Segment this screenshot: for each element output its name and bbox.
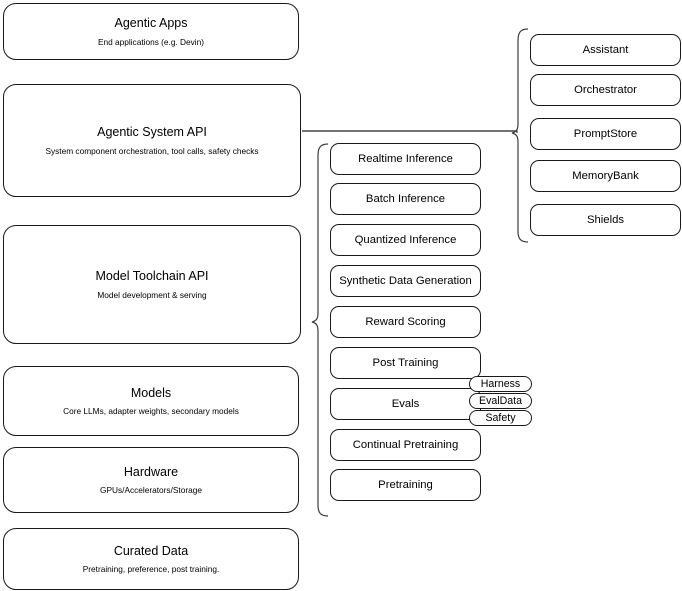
layer-title: Curated Data: [113, 543, 189, 558]
trunk-line-agentic-system-api: [302, 130, 518, 133]
layer-title: Agentic Apps: [114, 16, 188, 30]
eval-pill-safety[interactable]: Safety: [469, 410, 532, 426]
layer-subtitle: System component orchestration, tool cal…: [45, 145, 259, 156]
layer-hardware[interactable]: Hardware GPUs/Accelerators/Storage: [3, 447, 299, 513]
layer-agentic-system-api[interactable]: Agentic System API System component orch…: [3, 84, 301, 197]
component-post-training[interactable]: Post Training: [330, 347, 481, 379]
layer-title: Hardware: [123, 464, 179, 479]
eval-pill-evaldata[interactable]: EvalData: [469, 393, 532, 409]
layer-subtitle: Model development & serving: [97, 289, 207, 300]
layer-subtitle: End applications (e.g. Devin): [97, 36, 205, 47]
component-reward-scoring[interactable]: Reward Scoring: [330, 306, 481, 338]
layer-title: Agentic System API: [97, 125, 207, 139]
eval-pill-harness[interactable]: Harness: [469, 376, 532, 392]
component-continual-pretraining[interactable]: Continual Pretraining: [330, 429, 481, 461]
component-shields[interactable]: Shields: [530, 204, 681, 236]
layer-title: Model Toolchain API: [95, 269, 209, 283]
layer-subtitle: GPUs/Accelerators/Storage: [100, 485, 202, 496]
component-synthetic-data-generation[interactable]: Synthetic Data Generation: [330, 265, 481, 297]
component-evals[interactable]: Evals: [330, 388, 481, 420]
brace-toolchain-components: [311, 143, 329, 517]
component-assistant[interactable]: Assistant: [530, 34, 681, 66]
component-promptstore[interactable]: PromptStore: [530, 118, 681, 150]
layer-model-toolchain-api[interactable]: Model Toolchain API Model development & …: [3, 225, 301, 344]
component-realtime-inference[interactable]: Realtime Inference: [330, 143, 481, 175]
brace-system-components: [511, 28, 529, 243]
component-orchestrator[interactable]: Orchestrator: [530, 74, 681, 106]
component-batch-inference[interactable]: Batch Inference: [330, 183, 481, 215]
layer-curated-data[interactable]: Curated Data Pretraining, preference, po…: [3, 528, 299, 590]
component-quantized-inference[interactable]: Quantized Inference: [330, 224, 481, 256]
component-memorybank[interactable]: MemoryBank: [530, 160, 681, 192]
layer-agentic-apps[interactable]: Agentic Apps End applications (e.g. Devi…: [3, 3, 299, 60]
layer-subtitle: Pretraining, preference, post training.: [82, 564, 220, 575]
component-pretraining[interactable]: Pretraining: [330, 469, 481, 501]
layer-subtitle: Core LLMs, adapter weights, secondary mo…: [63, 406, 239, 417]
layer-title: Models: [130, 385, 172, 400]
layer-models[interactable]: Models Core LLMs, adapter weights, secon…: [3, 366, 299, 436]
